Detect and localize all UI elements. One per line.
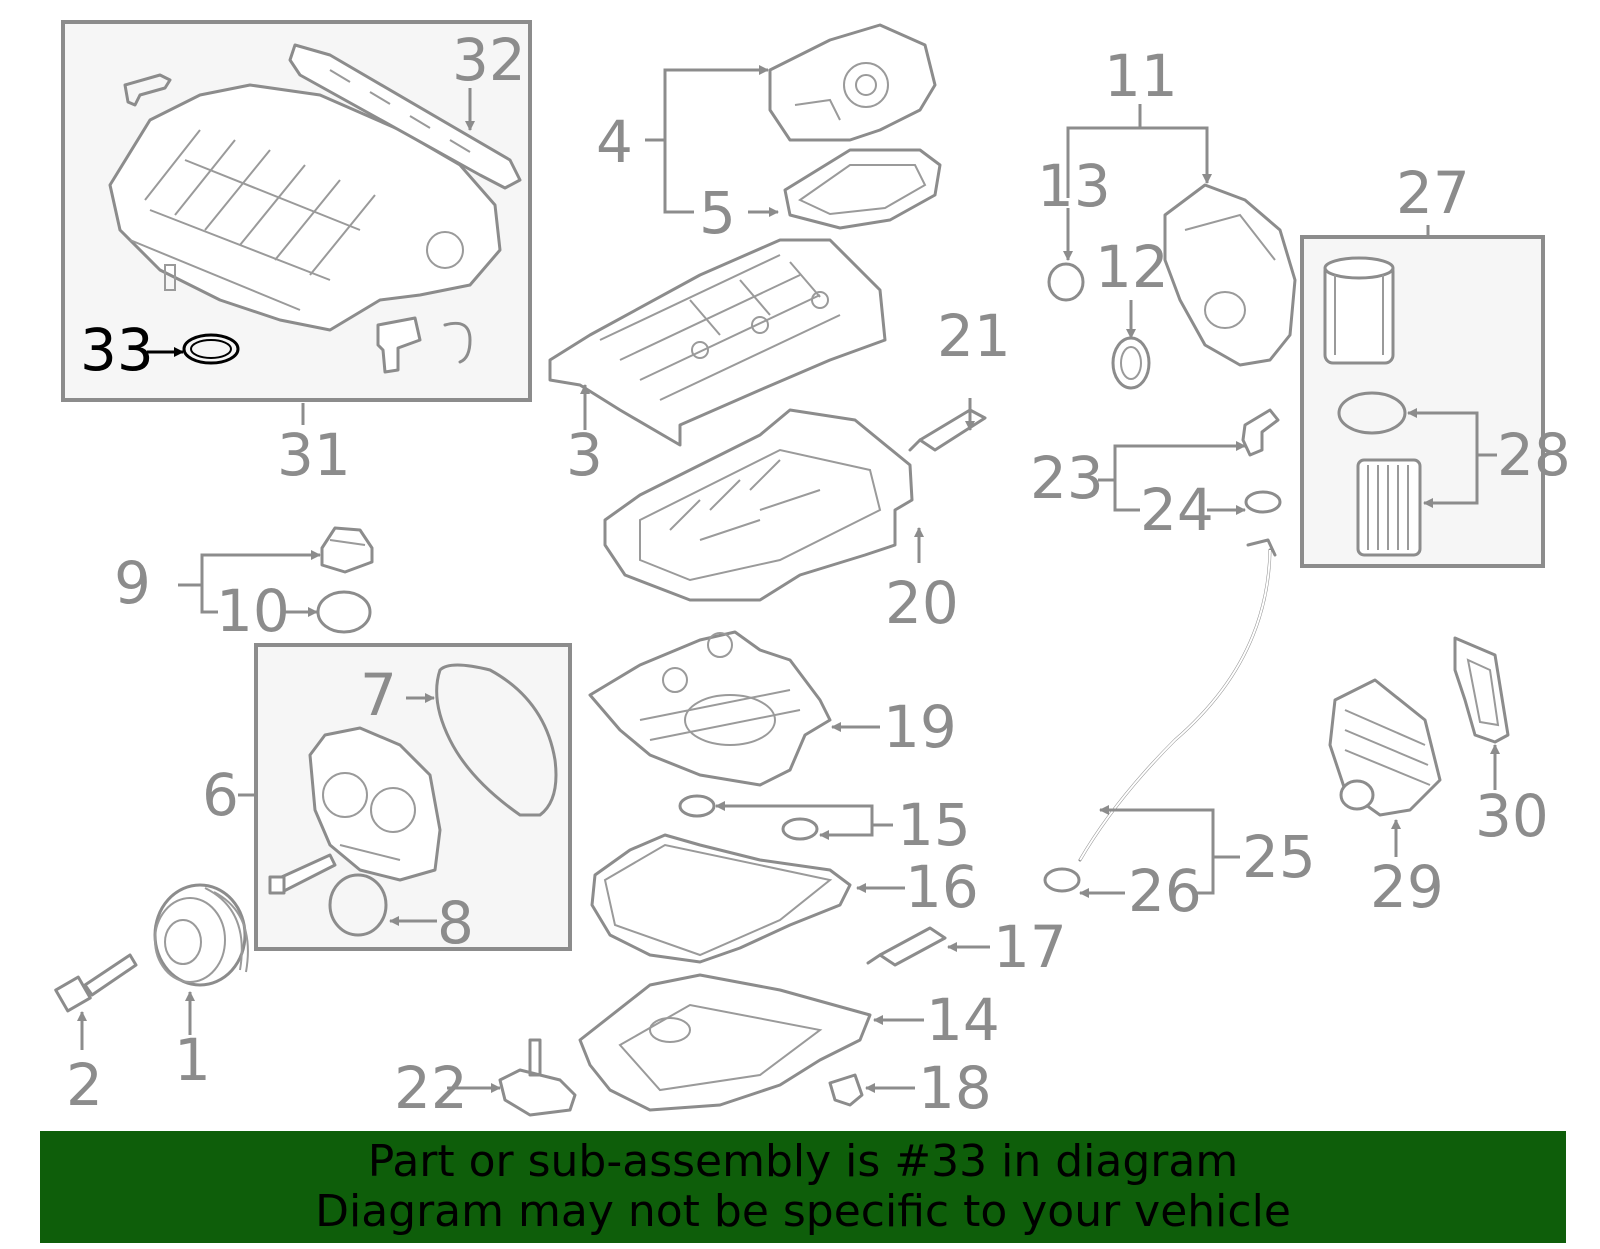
- callout-20[interactable]: 20: [885, 569, 959, 637]
- washer-24-part: [1244, 490, 1282, 514]
- cylinder-head-part[interactable]: [603, 408, 914, 602]
- timing-cover-gasket-part[interactable]: [435, 663, 558, 817]
- callout-29[interactable]: 29: [1370, 853, 1444, 921]
- notice-line-2: Diagram may not be specific to your vehi…: [315, 1186, 1291, 1237]
- oring-15a-part: [678, 794, 716, 818]
- seal-8-part[interactable]: [328, 873, 388, 937]
- seal-12-part[interactable]: [1111, 336, 1151, 390]
- callout-7[interactable]: 7: [360, 661, 397, 729]
- intake-manifold-part[interactable]: [108, 83, 502, 332]
- callout-26[interactable]: 26: [1128, 857, 1202, 925]
- callout-4[interactable]: 4: [596, 108, 633, 176]
- callout-15[interactable]: 15: [897, 791, 971, 859]
- callout-10[interactable]: 10: [216, 577, 290, 645]
- oil-pan-part[interactable]: [578, 973, 872, 1112]
- filter-seal-part[interactable]: [1337, 391, 1407, 435]
- plug-13-part: [1047, 262, 1085, 302]
- callout-13[interactable]: 13: [1037, 152, 1111, 220]
- leaders: [77, 65, 1500, 1093]
- o-ring-33-part[interactable]: [182, 333, 240, 365]
- valve-cover-part[interactable]: [548, 238, 887, 447]
- oil-cooler-part[interactable]: [1328, 678, 1442, 817]
- sealant-tube-21-part: [908, 408, 987, 452]
- oring-15b-part: [781, 817, 819, 841]
- callout-21[interactable]: 21: [937, 302, 1011, 370]
- dipstick-tube-part[interactable]: [1078, 538, 1277, 862]
- cap-seal-part: [316, 590, 372, 634]
- callout-25[interactable]: 25: [1242, 823, 1316, 891]
- callout-1[interactable]: 1: [174, 1026, 211, 1094]
- callout-33-highlighted[interactable]: 33: [80, 316, 154, 384]
- callout-28[interactable]: 28: [1497, 421, 1571, 489]
- callout-16[interactable]: 16: [905, 853, 979, 921]
- callout-22[interactable]: 22: [394, 1054, 468, 1122]
- callout-5[interactable]: 5: [699, 179, 736, 247]
- intake-gasket-part[interactable]: [288, 43, 522, 190]
- callout-24[interactable]: 24: [1140, 476, 1214, 544]
- sensor-part: [376, 316, 472, 374]
- callout-2[interactable]: 2: [66, 1051, 103, 1119]
- callout-27[interactable]: 27: [1396, 159, 1470, 227]
- callout-9[interactable]: 9: [114, 549, 151, 617]
- pressure-switch-part[interactable]: [1241, 408, 1280, 457]
- callout-3[interactable]: 3: [566, 421, 603, 489]
- cooler-gasket-part[interactable]: [1453, 636, 1510, 744]
- sealant-tube-17-part: [866, 926, 947, 967]
- oil-separator-part[interactable]: [768, 23, 937, 142]
- notice-banner: Part or sub-assembly is #33 in diagram D…: [40, 1131, 1566, 1243]
- drain-plug-part[interactable]: [828, 1073, 864, 1107]
- crank-pulley-part[interactable]: [153, 883, 249, 987]
- separator-gasket-part[interactable]: [783, 148, 942, 230]
- callout-32[interactable]: 32: [452, 26, 526, 94]
- oil-filter-housing-part[interactable]: [1323, 256, 1395, 365]
- timing-bolt-part: [268, 853, 337, 895]
- timing-cover-part[interactable]: [308, 726, 442, 882]
- callout-23[interactable]: 23: [1030, 444, 1104, 512]
- callout-18[interactable]: 18: [918, 1054, 992, 1122]
- front-cover-part[interactable]: [1163, 183, 1297, 367]
- callout-6[interactable]: 6: [202, 761, 239, 829]
- oil-level-sensor-part[interactable]: [498, 1038, 577, 1117]
- callout-14[interactable]: 14: [926, 986, 1000, 1054]
- oil-filler-cap-part[interactable]: [320, 526, 374, 574]
- callout-31[interactable]: 31: [277, 421, 351, 489]
- callout-19[interactable]: 19: [883, 693, 957, 761]
- callout-11[interactable]: 11: [1104, 42, 1178, 110]
- callout-17[interactable]: 17: [993, 913, 1067, 981]
- callout-12[interactable]: 12: [1095, 233, 1169, 301]
- filter-element-part[interactable]: [1356, 458, 1422, 557]
- washer-26-part: [1043, 867, 1081, 893]
- oil-pan-gasket-part[interactable]: [590, 833, 852, 964]
- pulley-bolt-part[interactable]: [54, 953, 138, 1013]
- notice-line-1: Part or sub-assembly is #33 in diagram: [367, 1136, 1239, 1187]
- small-bracket-part: [123, 73, 172, 107]
- callout-8[interactable]: 8: [437, 889, 474, 957]
- callout-30[interactable]: 30: [1475, 782, 1549, 850]
- oil-pump-part[interactable]: [588, 630, 832, 787]
